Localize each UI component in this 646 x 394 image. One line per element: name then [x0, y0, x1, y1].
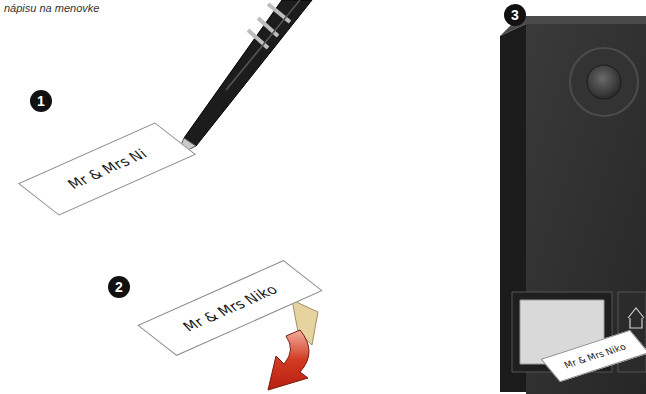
- pen: [176, 0, 312, 156]
- callout-number: 2: [108, 276, 130, 298]
- handwritten-name: Mr & Mrs Ni: [63, 147, 152, 191]
- caption-text: nápisu na menovke: [4, 2, 99, 14]
- name-label-card: Mr & Mrs Ni: [18, 122, 196, 215]
- peel-arrow: [268, 330, 309, 390]
- callout-number: 1: [30, 90, 52, 112]
- callout-number: 3: [504, 4, 526, 26]
- handwritten-name: Mr & Mrs Niko: [178, 282, 282, 333]
